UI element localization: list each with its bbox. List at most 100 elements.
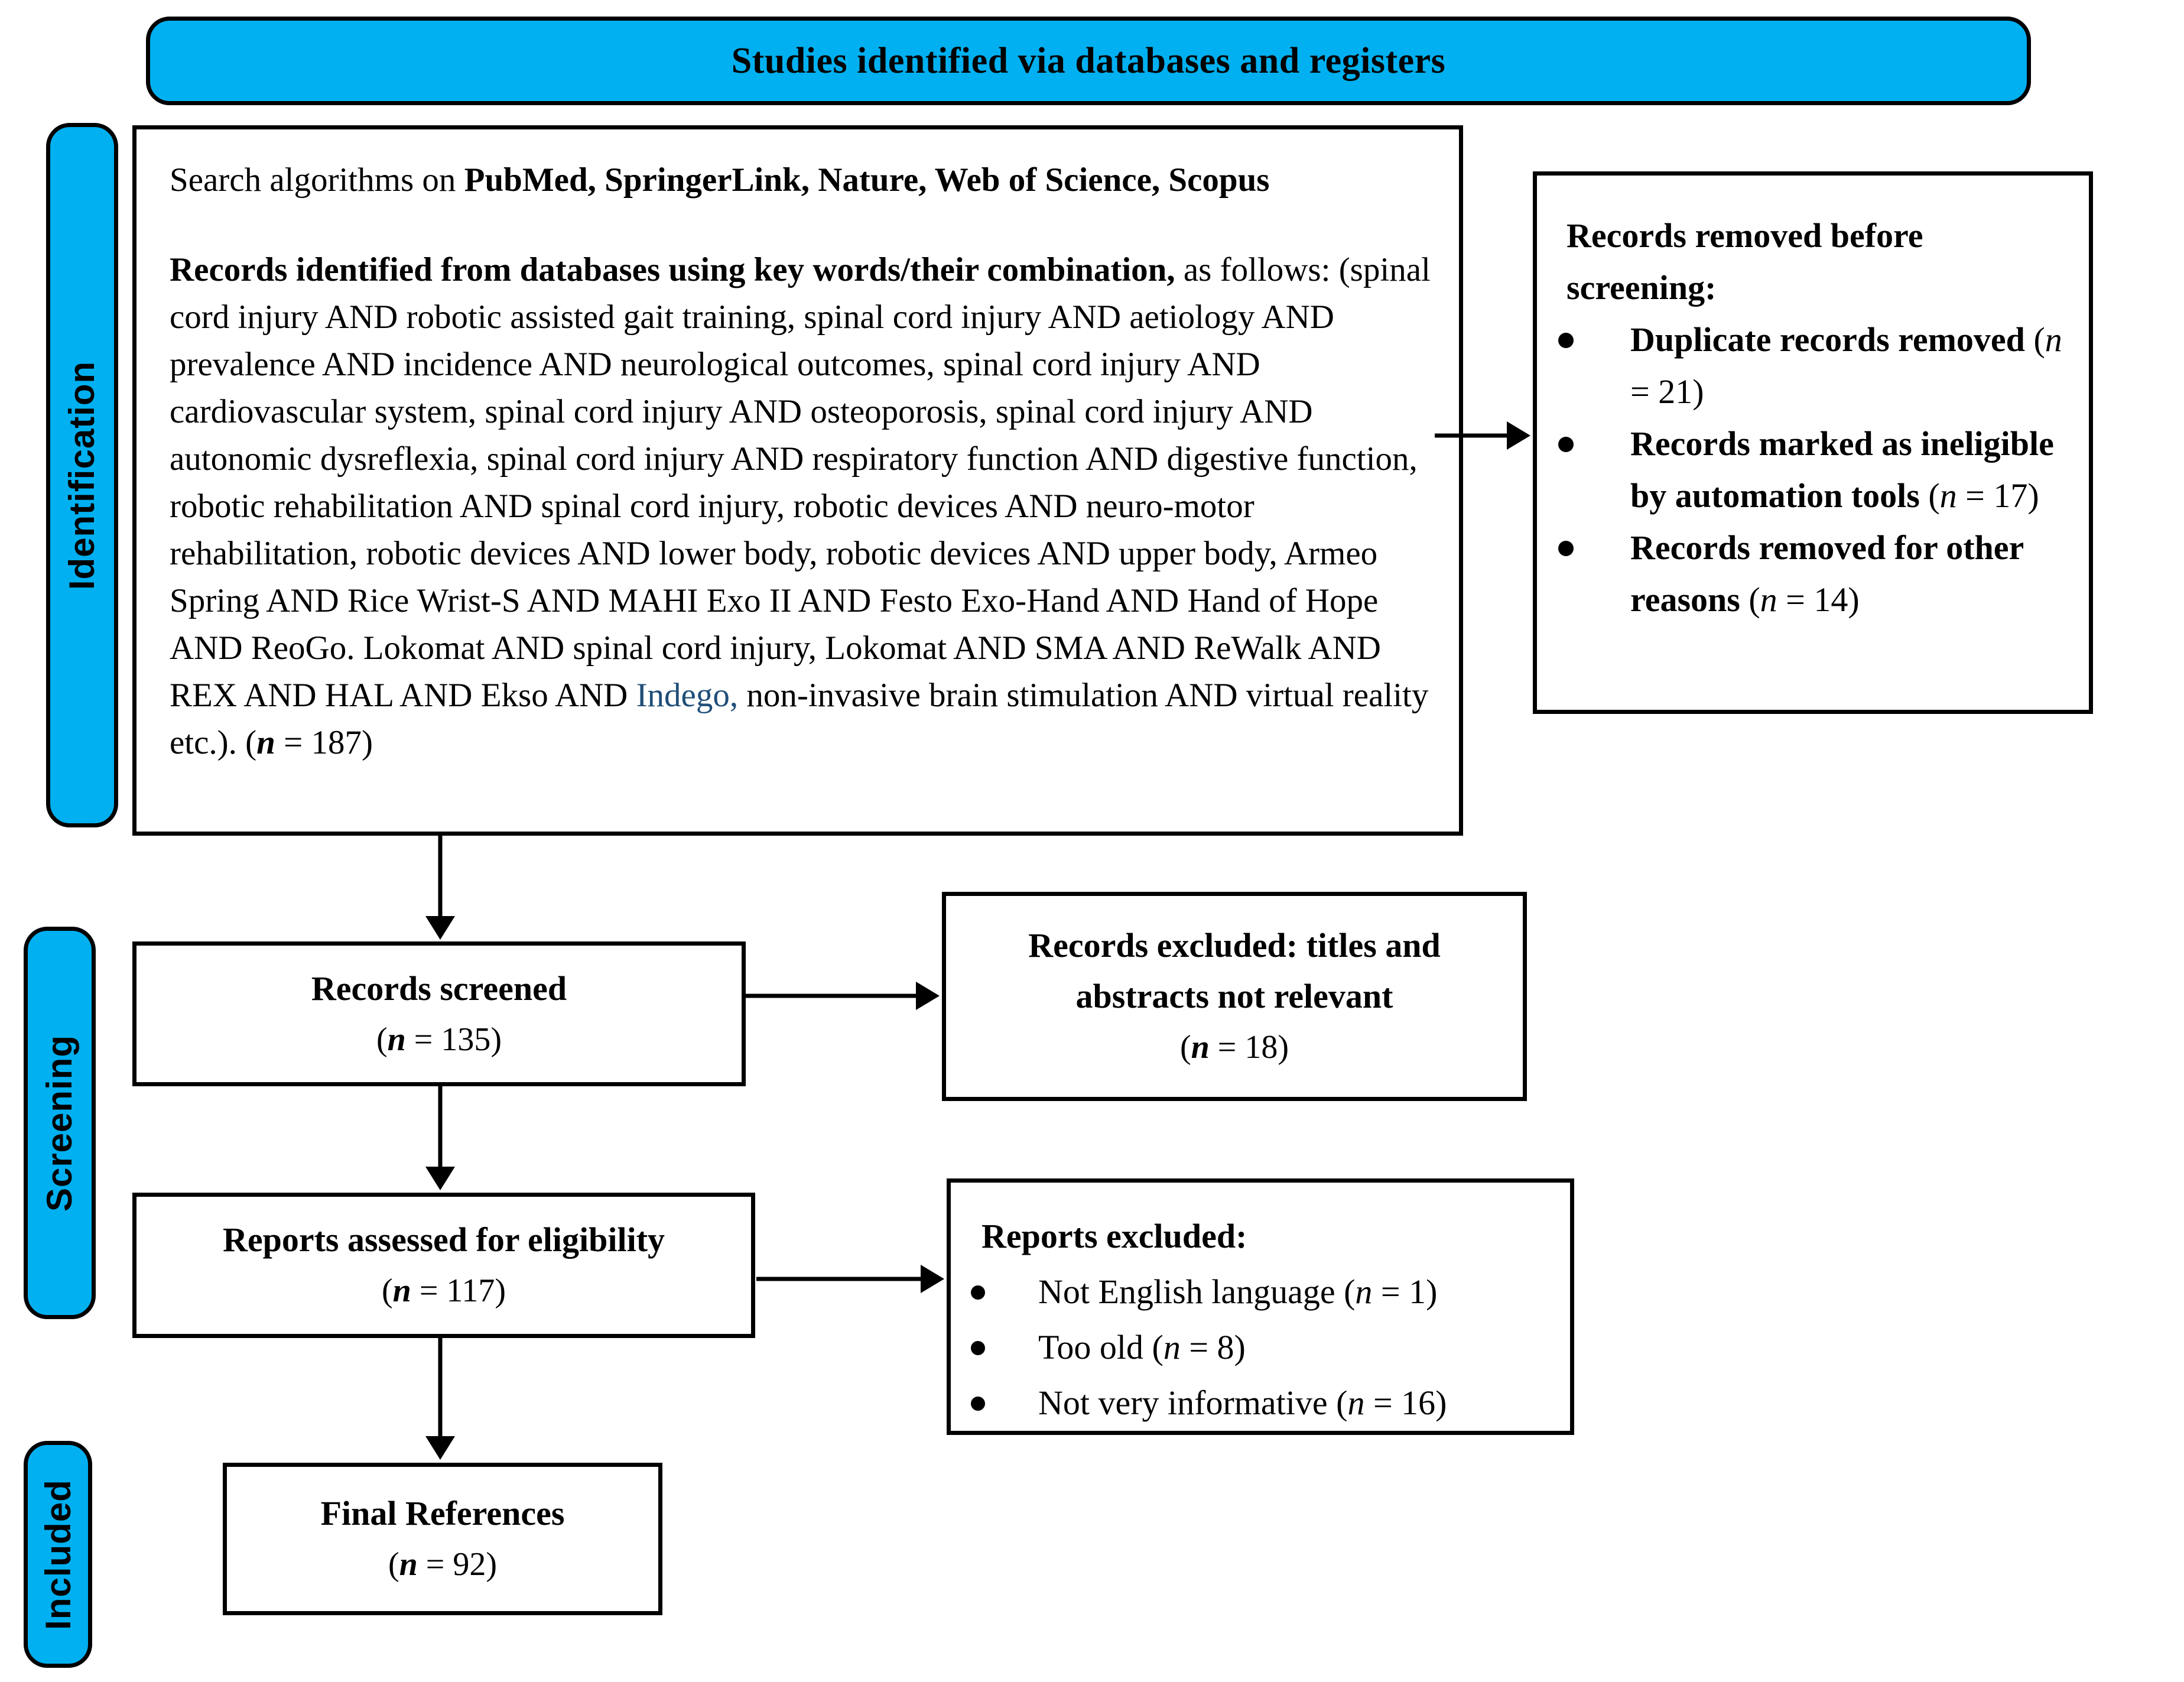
arrow-line — [438, 1086, 443, 1169]
count-rest: = 1) — [1372, 1272, 1438, 1311]
count-rest: = 18) — [1209, 1029, 1289, 1066]
search-algorithms-prefix: Search algorithms on — [170, 161, 464, 199]
bullet-count: (n = 16) — [1336, 1384, 1447, 1422]
stage-tab-identification: Identification — [46, 123, 118, 827]
bullet-count: (n = 14) — [1748, 580, 1859, 619]
search-algorithms-line: Search algorithms on PubMed, SpringerLin… — [170, 157, 1434, 204]
count-open: ( — [1179, 1029, 1191, 1066]
arrow-assessed-to-excluded — [756, 1265, 944, 1293]
keywords-text-tail: non-invasive brain stimulation AND virtu… — [170, 677, 1429, 761]
excluded-bullet-too-old: Too old (n = 8) — [971, 1320, 1552, 1375]
count-rest: = 17) — [1956, 476, 2039, 515]
arrow-identification-to-removed — [1435, 421, 1530, 450]
bullet-count: (n = 17) — [1928, 476, 2039, 515]
count-n: n — [1939, 476, 1957, 515]
count-rest: = 8) — [1180, 1328, 1246, 1366]
arrow-head-icon — [425, 916, 455, 940]
bullet-label: Too old — [1038, 1328, 1152, 1366]
count-open: ( — [376, 1021, 388, 1058]
count-rest: = 21) — [1630, 372, 1704, 411]
count-n: n — [392, 1272, 411, 1309]
count-rest: = 135) — [405, 1021, 502, 1058]
excluded-bullet-not-informative: Not very informative (n = 16) — [971, 1375, 1552, 1431]
arrow-head-icon — [921, 1265, 944, 1293]
count-open: ( — [2033, 320, 2045, 359]
bullet-label: Records marked as ineligible by automati… — [1630, 424, 2054, 515]
records-screened-count: (n = 135) — [376, 1014, 502, 1065]
bullet-label: Records removed for other reasons — [1630, 528, 2024, 619]
records-excluded-count: (n = 18) — [1180, 1022, 1289, 1073]
arrow-head-icon — [1507, 421, 1530, 450]
reports-assessed-box: Reports assessed for eligibility (n = 11… — [132, 1193, 755, 1338]
arrow-line — [438, 1337, 443, 1439]
records-identified-lead: Records identified from databases using … — [170, 251, 1175, 288]
records-removed-heading: Records removed before screening: — [1566, 216, 1923, 307]
records-excluded-title: Records excluded: titles and abstracts n… — [1028, 926, 1441, 1015]
records-identified-paragraph: Records identified from databases using … — [170, 246, 1434, 767]
count-n: n — [399, 1546, 418, 1583]
bullet-label: Not very informative — [1038, 1384, 1337, 1422]
arrow-identification-to-screened — [424, 836, 456, 940]
stage-tab-screening: Screening — [24, 927, 96, 1319]
excluded-bullet-language: Not English language (n = 1) — [971, 1264, 1552, 1320]
databases-list: PubMed, SpringerLink, Nature, Web of Sci… — [464, 161, 1270, 199]
count-rest: = 14) — [1777, 580, 1860, 619]
count-open: ( — [1344, 1272, 1356, 1311]
reports-excluded-box: Reports excluded: Not English language (… — [947, 1178, 1574, 1435]
removed-bullet-automation: Records marked as ineligible by automati… — [1558, 418, 2071, 522]
identification-box: Search algorithms on PubMed, SpringerLin… — [132, 125, 1463, 836]
stage-label-screening: Screening — [40, 1034, 80, 1212]
records-screened-title: Records screened — [311, 969, 567, 1008]
title-banner: Studies identified via databases and reg… — [146, 17, 2031, 105]
records-removed-box: Records removed before screening: Duplic… — [1533, 171, 2093, 714]
count-open: ( — [1748, 580, 1760, 619]
stage-label-included: Included — [38, 1479, 78, 1630]
final-references-box: Final References (n = 92) — [223, 1463, 662, 1615]
stage-label-identification: Identification — [62, 361, 102, 590]
bullet-count: (n = 1) — [1344, 1272, 1437, 1311]
count-n: n — [1355, 1272, 1373, 1311]
reports-excluded-list: Not English language (n = 1) Too old (n … — [971, 1264, 1552, 1431]
reports-excluded-heading: Reports excluded: — [982, 1217, 1247, 1255]
arrow-head-icon — [425, 1167, 455, 1190]
stage-tab-included: Included — [24, 1441, 92, 1668]
count-rest: = 92) — [417, 1546, 498, 1583]
count-open: ( — [1336, 1384, 1348, 1422]
count-open: ( — [1152, 1328, 1164, 1366]
arrow-line — [756, 1277, 922, 1281]
count-n: n — [1163, 1328, 1181, 1366]
reports-assessed-count: (n = 117) — [382, 1265, 506, 1316]
count-n: n — [256, 724, 275, 761]
arrow-screened-to-assessed — [424, 1086, 456, 1190]
count-n: n — [387, 1021, 406, 1058]
arrow-line — [1435, 433, 1508, 438]
count-rest: = 16) — [1364, 1384, 1447, 1422]
final-references-count: (n = 92) — [388, 1539, 497, 1590]
bullet-count: (n = 8) — [1152, 1328, 1246, 1366]
final-references-title: Final References — [320, 1494, 565, 1532]
identified-count: (n = 187) — [245, 724, 373, 761]
records-removed-list: Duplicate records removed (n = 21) Recor… — [1558, 314, 2071, 626]
bullet-label: Duplicate records removed — [1630, 320, 2034, 359]
arrow-head-icon — [425, 1436, 455, 1460]
count-rest: = 187) — [275, 724, 373, 761]
arrow-assessed-to-final — [424, 1337, 456, 1460]
arrow-screened-to-excluded — [746, 982, 940, 1010]
count-open: ( — [388, 1546, 399, 1583]
keywords-text: as follows: (spinal cord injury AND robo… — [170, 251, 1431, 714]
bullet-count: (n = 21) — [1630, 320, 2062, 411]
records-excluded-box: Records excluded: titles and abstracts n… — [942, 892, 1527, 1101]
removed-bullet-other-reasons: Records removed for other reasons (n = 1… — [1558, 522, 2071, 626]
arrow-head-icon — [916, 982, 940, 1010]
arrow-line — [746, 993, 917, 998]
count-open: ( — [245, 724, 257, 761]
count-n: n — [2045, 320, 2062, 359]
records-screened-box: Records screened (n = 135) — [132, 941, 746, 1086]
count-n: n — [1760, 580, 1777, 619]
count-n: n — [1347, 1384, 1365, 1422]
diagram-title: Studies identified via databases and reg… — [731, 40, 1446, 81]
reports-assessed-title: Reports assessed for eligibility — [222, 1220, 665, 1259]
count-open: ( — [1928, 476, 1940, 515]
count-rest: = 117) — [411, 1272, 506, 1309]
